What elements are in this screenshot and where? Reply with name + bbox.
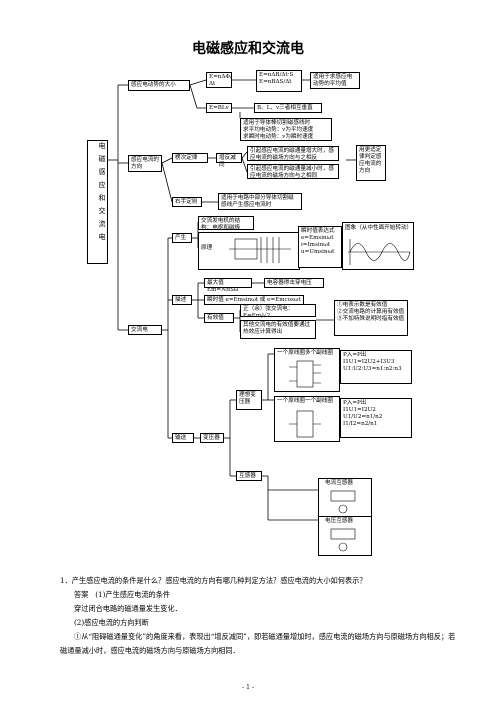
voltmeter-icon bbox=[330, 528, 356, 552]
node-lenz-rule: 增反减同 bbox=[216, 153, 242, 168]
sine-wave-icon bbox=[348, 239, 411, 265]
node-blv: E=BLv bbox=[206, 103, 232, 113]
vt-diagram: 电压互感器 bbox=[318, 516, 372, 556]
root-node: 电磁感应和交流电 bbox=[87, 140, 108, 264]
node-trans: 输送 bbox=[172, 433, 194, 443]
ct-diagram: 电流互感器 bbox=[318, 478, 372, 518]
node-ac: 交流电 bbox=[128, 325, 162, 335]
node-single-rel: P入=P出 I1U1=I2U2 U1/U2=n1/n2 I1/I2=n2/n1 bbox=[340, 398, 412, 438]
node-emf-formula2: E=nΔB/Δt·S E=nBΔS/Δt bbox=[256, 70, 302, 92]
ammeter-icon bbox=[330, 490, 356, 514]
graph-caption: 图象（从中性面开始转动） bbox=[345, 225, 413, 231]
answer-line-4: ①从“阻碍磁通量变化”的角度来看，表现出“增反减同”，即若磁通量增加时，感应电流… bbox=[60, 632, 456, 655]
node-emf-avg: 适用于求感应电动势的平均值 bbox=[310, 72, 360, 89]
node-eff-use: ①电表示数是有效值 ②交流电路的计算用有效值 ③不加特殊说明时指有效值 bbox=[334, 300, 408, 336]
answer-line-2: 穿过闭合电路的磁通量发生变化． bbox=[74, 604, 182, 613]
ct-caption: 电流互感器 bbox=[325, 480, 353, 486]
node-emf-formula1: E=nΔΦ/Δt bbox=[206, 72, 232, 88]
answer-text-1: (1)产生感应电流的条件 bbox=[95, 590, 171, 599]
answer-label: 答案 bbox=[74, 590, 89, 599]
node-transformer: 变压器 bbox=[200, 433, 224, 443]
node-ideal: 理想变压器 bbox=[236, 390, 262, 410]
answer-line-1: 答案 (1)产生感应电流的条件 bbox=[60, 588, 456, 602]
qa-section: 1．产生感应电流的条件是什么？感应电流的方向有哪几种判定方法？感应电流的大小如何… bbox=[60, 574, 456, 658]
node-lenz: 楞次定律 bbox=[172, 153, 208, 163]
node-gen-principle: 原理 bbox=[201, 245, 213, 251]
node-lenz-note: 用更适定律判定感应电流的方向 bbox=[356, 145, 386, 181]
node-max-note: 电容器得击穿电压 bbox=[264, 278, 324, 288]
node-instantaneous: 瞬时值表达式 e=Emsinωt i=Imsinωt u=Umsinωt bbox=[298, 226, 342, 268]
node-gen-struct: 交流发电机的结构：电枢和磁极 bbox=[198, 216, 254, 231]
node-blv-cond: B、L、v三者相互垂直 bbox=[254, 103, 322, 113]
sine-graph: 图象（从中性面开始转动） bbox=[342, 222, 414, 270]
node-gen: 产生 bbox=[172, 233, 192, 243]
node-max: 最大值 Em=NBSω bbox=[204, 278, 252, 293]
node-lenz-a: 引起感应电流的磁通量增大时，感应电流的磁场方向与之相反 bbox=[247, 146, 339, 161]
transformer-icon bbox=[289, 360, 321, 388]
node-blv-use: 适用于导体棒切割磁感线时 求平均电动势：v为平均速度 求瞬时电动势：v为瞬时速度 bbox=[240, 118, 332, 141]
generator-diagram: 原理 bbox=[198, 232, 300, 270]
node-rhr: 右手定则 bbox=[172, 197, 202, 207]
single-coil-diagram: 一个原线圈一个副线圈 bbox=[274, 396, 340, 442]
answer-line-3: (2)感应电流的方向判断 bbox=[74, 618, 149, 627]
coil-icon bbox=[229, 237, 291, 263]
page-number: - 1 - bbox=[242, 684, 254, 691]
transformer-single-icon bbox=[289, 410, 321, 438]
page-title: 电磁感应和交流电 bbox=[192, 41, 304, 57]
node-eff-other: 其他交流电的有效值要通过热效应计算得出 bbox=[240, 320, 316, 339]
node-eff: 有效值 bbox=[204, 313, 234, 323]
single-caption: 一个原线圈一个副线圈 bbox=[277, 398, 333, 404]
question-1: 1．产生感应电流的条件是什么？感应电流的方向有哪几种判定方法？感应电流的大小如何… bbox=[60, 576, 367, 585]
node-eff-sin: 正（余）弦交流电：E=Em/√2 bbox=[240, 304, 316, 319]
node-lenz-b: 引起感应电流的磁通量减小时，感应电流的磁场方向与之相同 bbox=[247, 164, 339, 179]
node-emf: 感应电动势的大小 bbox=[128, 80, 190, 91]
node-inst-tr: 互感器 bbox=[236, 471, 262, 481]
multi-caption: 一个原线圈多个副线圈 bbox=[277, 350, 333, 356]
multi-coil-diagram: 一个原线圈多个副线圈 bbox=[274, 348, 340, 392]
node-rhr-use: 适用于电路中部分导体切割磁感线产生感应电流时 bbox=[218, 193, 302, 210]
node-multi-rel: P入=P出 I1U1=I2U2+I3U3 U1:U2:U3=n1:n2:n3 bbox=[340, 350, 412, 384]
node-direction: 感应电流的方向 bbox=[128, 155, 162, 172]
vt-caption: 电压互感器 bbox=[325, 518, 353, 524]
node-desc: 描述 bbox=[172, 295, 192, 305]
